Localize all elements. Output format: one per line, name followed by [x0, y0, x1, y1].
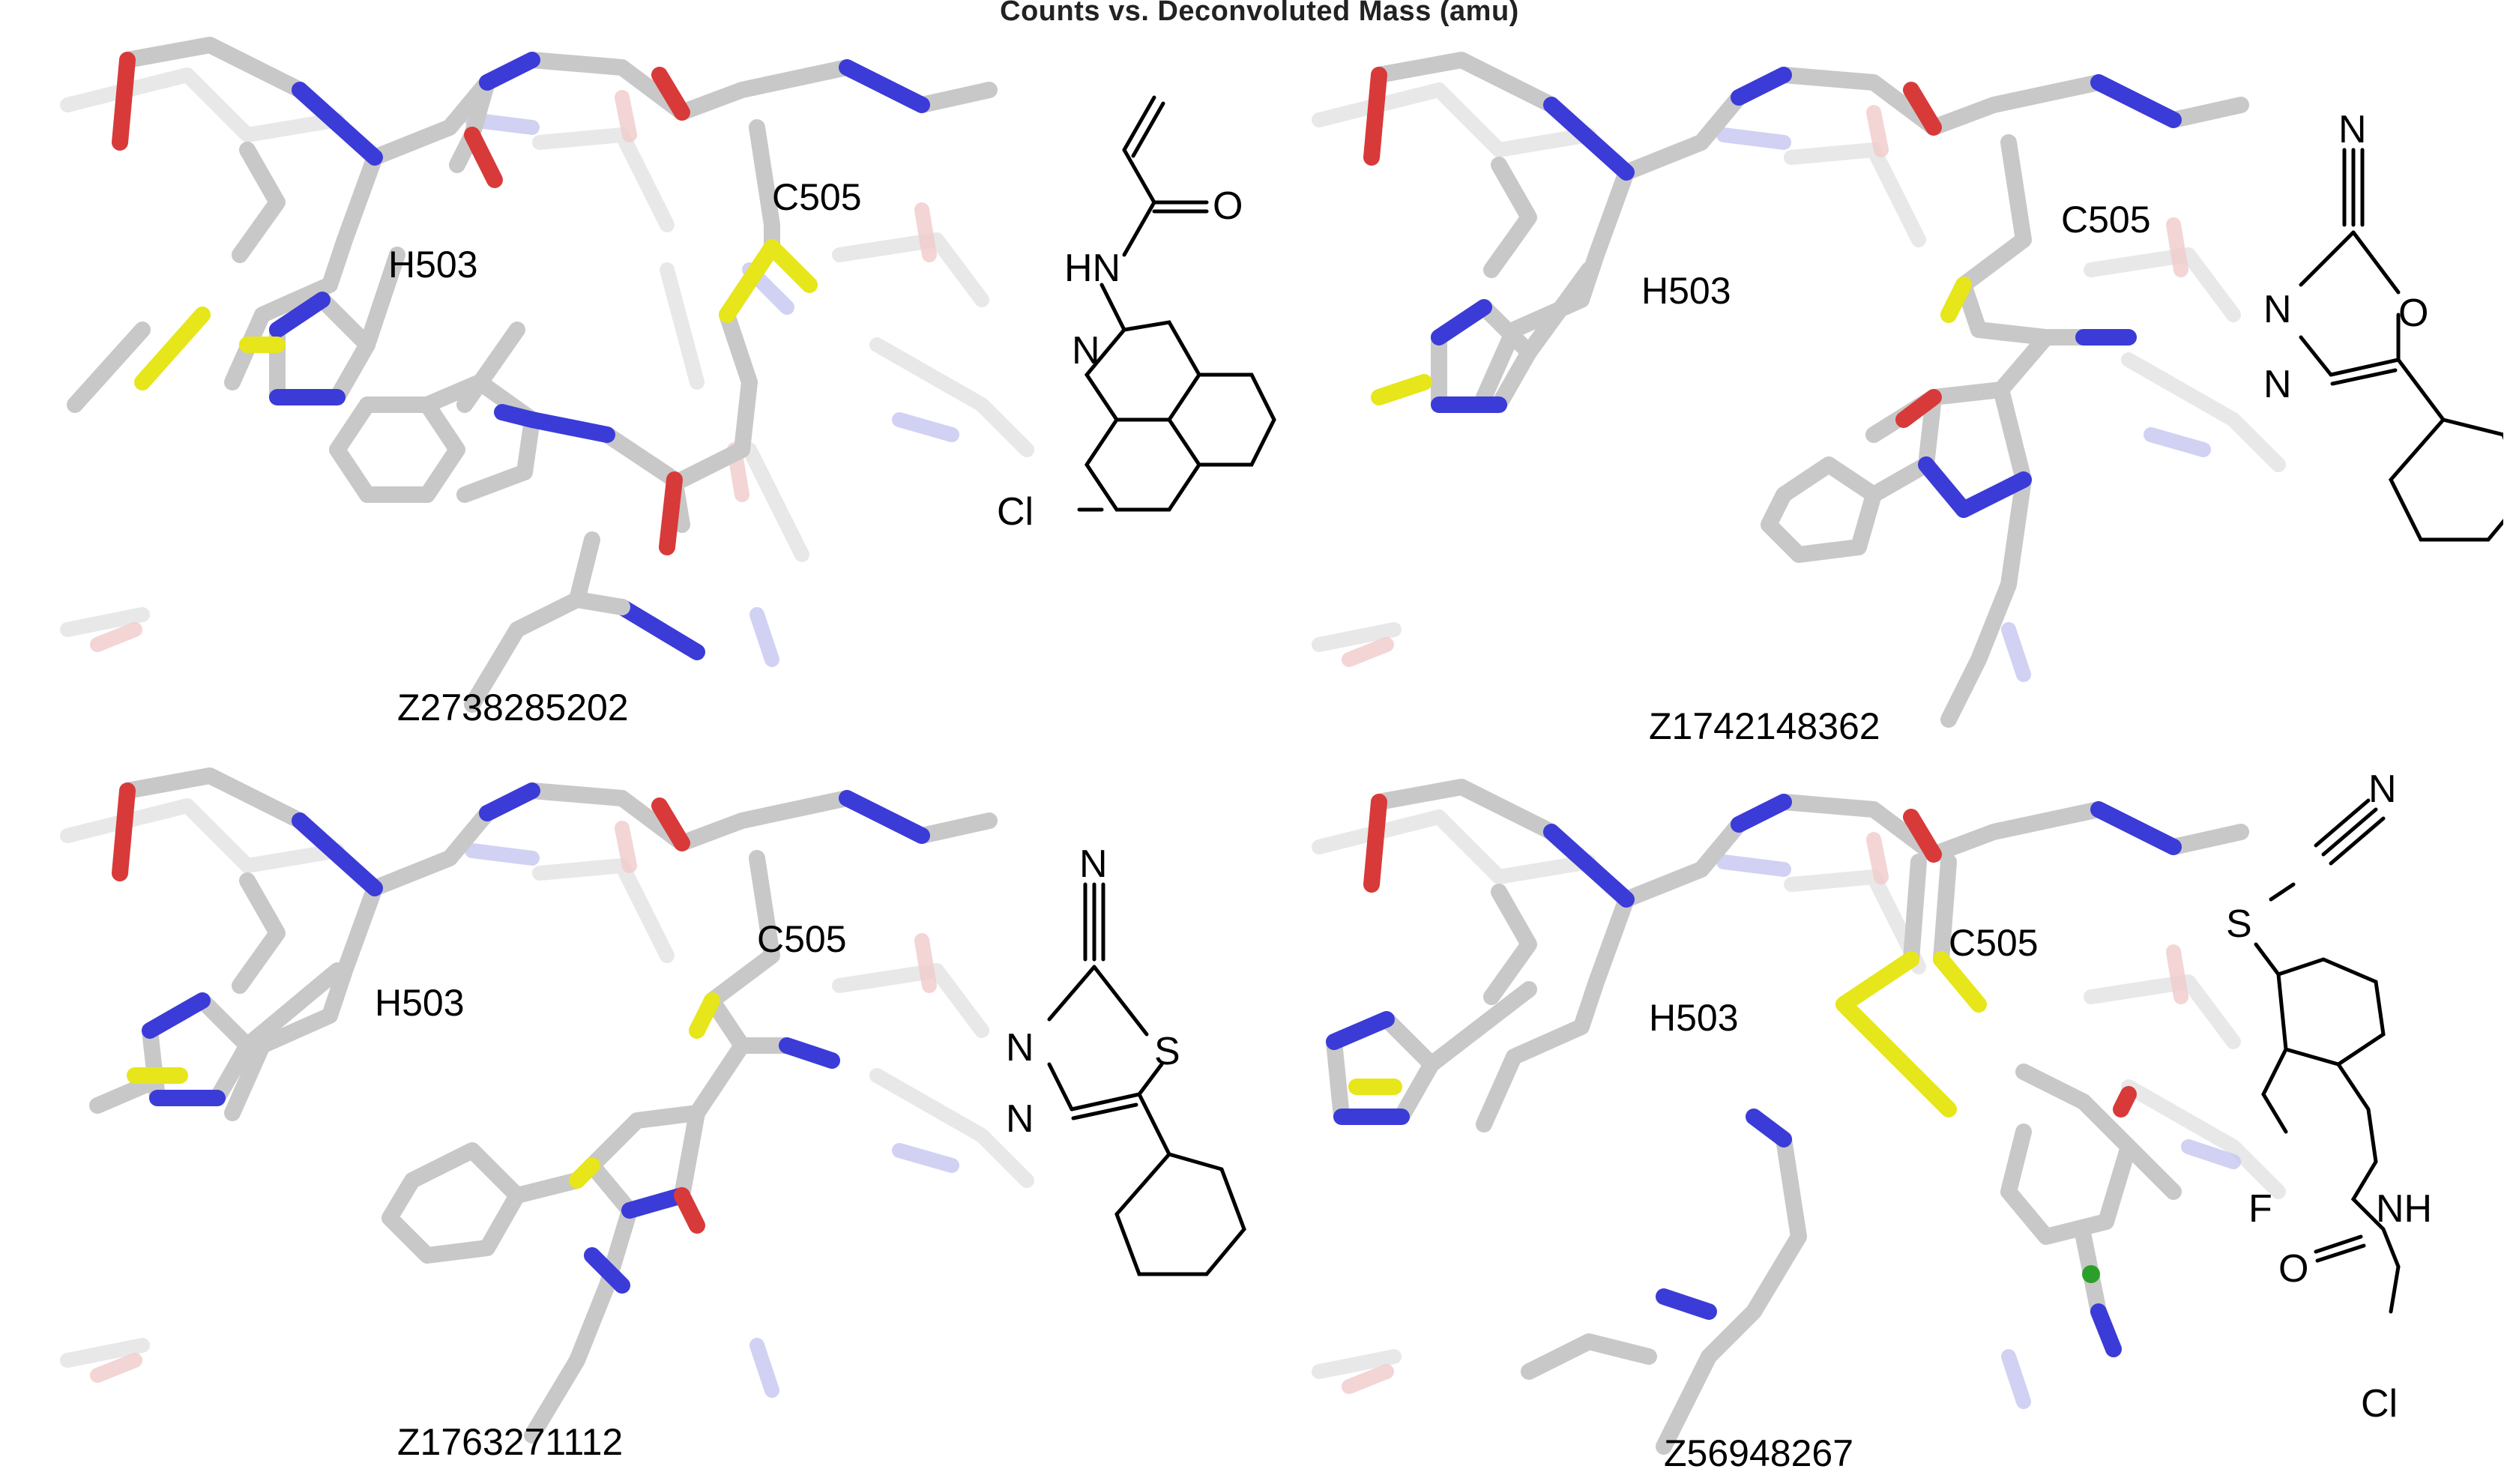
atom-label: S — [2226, 902, 2252, 946]
protein-render: H503 C505 — [1312, 779, 2286, 1455]
atom-label: O — [2278, 1247, 2308, 1291]
atom-label: Cl — [997, 490, 1034, 534]
atom-label: HN — [1064, 247, 1120, 290]
panel-z1742148362: H503 C505 Z1742148362 — [1304, 45, 2519, 757]
chemical-structure: O HN N Cl — [997, 95, 1276, 534]
chemical-structure: N S F NH O Cl — [2226, 772, 2432, 1426]
compound-id: Z56948267 — [1664, 1432, 1854, 1474]
compound-id: Z1742148362 — [1649, 705, 1880, 747]
residue-label-his: H503 — [388, 244, 478, 286]
atom-label: N — [1072, 329, 1100, 372]
panel-z2738285202: H503 C505 Z2738285202 — [52, 30, 1297, 742]
residue-label-cys: C505 — [772, 176, 862, 218]
atom-label: N — [1006, 1026, 1034, 1070]
residue-label-cys: C505 — [2061, 199, 2151, 241]
compound-id: Z2738285202 — [397, 687, 629, 729]
atom-label: N — [2338, 108, 2367, 151]
atom-label: N — [2368, 772, 2397, 811]
figure-title: Counts vs. Deconvoluted Mass (amu) — [1000, 0, 1519, 27]
protein-render: H503 C505 — [1312, 52, 2286, 728]
atom-label: Cl — [2361, 1382, 2398, 1426]
residue-label-his: H503 — [1649, 997, 1739, 1039]
atom-label: S — [1154, 1030, 1180, 1073]
protein-render: H503 C505 — [60, 767, 1034, 1444]
residue-label-cys: C505 — [1949, 922, 2039, 964]
residue-label-his: H503 — [375, 982, 465, 1024]
chemical-structure: N N N O — [2263, 108, 2503, 542]
atom-label: O — [2398, 292, 2428, 335]
atom-label: N — [2263, 363, 2292, 406]
atom-label: N — [2263, 288, 2292, 331]
compound-id: Z1763271112 — [397, 1421, 624, 1463]
atom-label: N — [1079, 842, 1108, 886]
atom-label: N — [1006, 1097, 1034, 1141]
panel-z1763271112: H503 C505 Z1763271112 — [52, 761, 1297, 1473]
panel-z56948267: H503 C505 Z56948267 — [1304, 772, 2519, 1484]
atom-label: O — [1213, 184, 1243, 228]
atom-label: F — [2248, 1187, 2272, 1231]
atom-label: NH — [2376, 1187, 2432, 1231]
protein-render: H503 C505 — [60, 37, 1034, 713]
residue-label-cys: C505 — [757, 918, 847, 960]
residue-label-his: H503 — [1641, 270, 1731, 312]
chemical-structure: N N N S — [1006, 842, 1246, 1276]
